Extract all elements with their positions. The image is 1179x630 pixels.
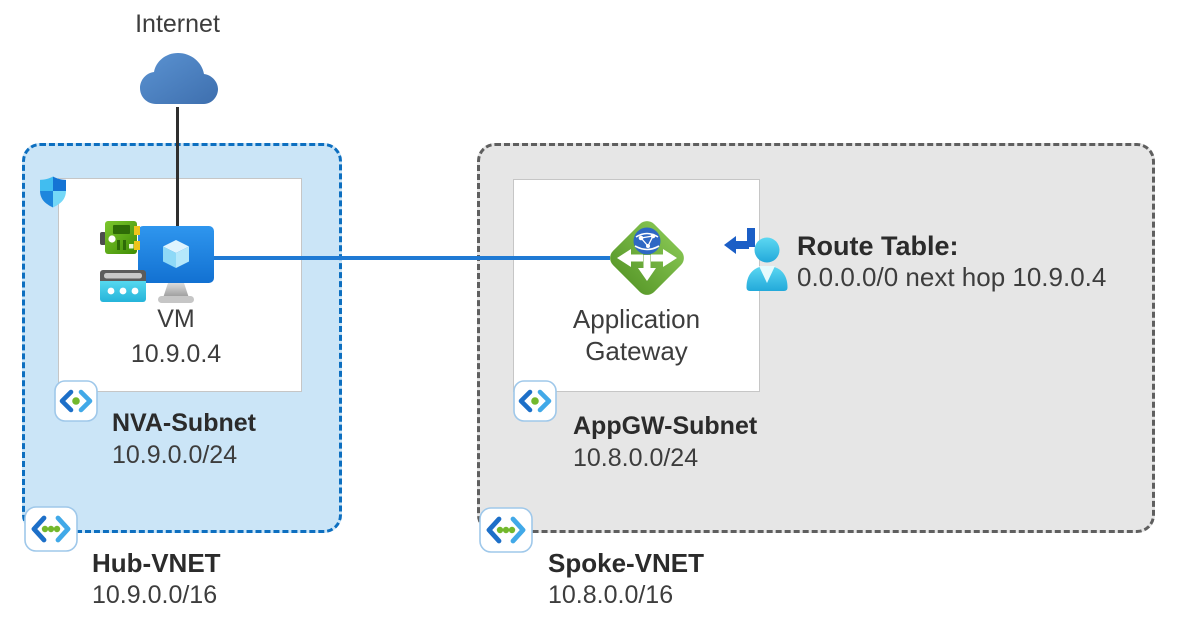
gateway-arrows bbox=[617, 249, 677, 281]
vm-stand-base bbox=[158, 296, 194, 303]
appliance-console-icon bbox=[100, 270, 146, 302]
virtual-machine-icon bbox=[100, 220, 218, 306]
subnet-icon bbox=[54, 380, 98, 422]
application-gateway-icon bbox=[602, 213, 692, 303]
hub-vnet-name: Hub-VNET bbox=[92, 548, 221, 578]
nva-subnet-name: NVA-Subnet bbox=[112, 409, 256, 437]
virtual-network-icon bbox=[24, 506, 78, 552]
return-arrow-icon bbox=[724, 228, 755, 254]
shield-icon bbox=[38, 175, 68, 209]
person-head bbox=[754, 237, 780, 263]
appgw-label-line1: Application bbox=[572, 304, 701, 334]
appgw-subnet-cidr: 10.8.0.0/24 bbox=[573, 444, 699, 472]
spoke-vnet-name: Spoke-VNET bbox=[548, 548, 705, 578]
hub-vnet-cidr: 10.9.0.0/16 bbox=[92, 581, 218, 609]
route-table-title: Route Table: bbox=[797, 231, 959, 261]
vm-stand bbox=[163, 283, 189, 298]
internet-connector-line bbox=[176, 107, 179, 233]
user-route-icon bbox=[723, 225, 789, 293]
nva-subnet-cidr: 10.9.0.0/24 bbox=[112, 441, 238, 469]
vm-cube bbox=[163, 240, 189, 268]
spoke-vnet-cidr: 10.8.0.0/16 bbox=[548, 581, 674, 609]
vm-ip: 10.9.0.4 bbox=[130, 340, 222, 368]
appgw-subnet-name: AppGW-Subnet bbox=[573, 412, 758, 440]
vm-label: VM bbox=[157, 305, 195, 333]
internet-label: Internet bbox=[135, 10, 220, 38]
cloud-icon bbox=[135, 47, 223, 109]
globe-icon bbox=[633, 227, 661, 255]
network-card-icon bbox=[100, 221, 140, 254]
vm-to-appgw-connector-line bbox=[214, 256, 610, 260]
subnet-icon bbox=[513, 380, 557, 422]
appgw-label-line2: Gateway bbox=[585, 336, 688, 366]
virtual-network-icon bbox=[479, 507, 533, 553]
person-collar bbox=[759, 266, 775, 283]
route-table-entry: 0.0.0.0/0 next hop 10.9.0.4 bbox=[797, 262, 1107, 292]
